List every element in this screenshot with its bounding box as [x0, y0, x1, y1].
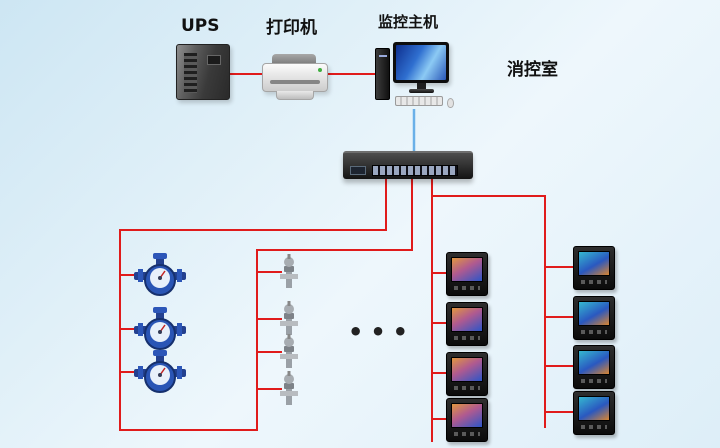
power-meter-buttons	[454, 386, 480, 390]
power-meter-1-1	[446, 252, 488, 296]
valve-1	[276, 254, 302, 294]
ups-display	[207, 55, 221, 65]
water-meter-3	[134, 349, 186, 399]
power-meter-1-2	[446, 302, 488, 346]
switch-body	[343, 151, 473, 179]
host-monitor-screen	[396, 45, 446, 80]
host-mouse	[447, 98, 454, 108]
valve-icon	[280, 301, 298, 335]
host-monitor-base	[409, 89, 434, 93]
power-meter-2-1	[573, 246, 615, 290]
power-meter-2-2	[573, 296, 615, 340]
power-meter-2-4	[573, 391, 615, 435]
switch-ports	[372, 165, 458, 176]
water-meter-2	[134, 306, 186, 356]
printer-paper-tray	[276, 91, 314, 100]
valve-3	[276, 334, 302, 374]
host-monitor	[393, 42, 449, 83]
power-meter-buttons	[581, 280, 607, 284]
ups-label: UPS	[181, 16, 220, 36]
valve-icon	[280, 254, 298, 288]
host-monitor-stand	[417, 83, 426, 89]
power-meter-buttons	[454, 432, 480, 436]
water-meter-icon	[134, 307, 186, 350]
printer-output-slot	[270, 80, 320, 84]
printer-device	[262, 54, 330, 102]
power-meter-screen	[451, 307, 483, 332]
water-meter-1	[134, 252, 186, 302]
power-meter-buttons	[581, 425, 607, 429]
printer-led	[318, 68, 322, 72]
switch-display	[350, 166, 366, 175]
power-meter-buttons	[581, 379, 607, 383]
host-keyboard	[395, 96, 443, 106]
ups-vents	[184, 53, 197, 93]
power-meter-screen	[578, 350, 610, 375]
control-room-label: 消控室	[507, 60, 558, 80]
power-meter-screen	[578, 251, 610, 276]
valve-2	[276, 301, 302, 341]
ups-device	[176, 44, 232, 102]
power-meter-screen	[578, 396, 610, 421]
power-meter-1-4	[446, 398, 488, 442]
power-meter-buttons	[454, 336, 480, 340]
power-meter-screen	[451, 257, 483, 282]
power-meter-1-3	[446, 352, 488, 396]
power-meter-screen	[451, 403, 483, 428]
power-meter-buttons	[581, 330, 607, 334]
printer-body	[262, 63, 328, 92]
power-meter-screen	[451, 357, 483, 382]
switch-device	[343, 151, 473, 181]
water-meter-icon	[134, 350, 186, 393]
ellipsis-more-devices: •••	[348, 318, 416, 346]
power-meter-2-3	[573, 345, 615, 389]
power-meter-buttons	[454, 286, 480, 290]
valve-icon	[280, 371, 298, 405]
monitoring-host-device	[375, 42, 457, 108]
host-tower	[375, 48, 390, 100]
water-meter-icon	[134, 253, 186, 296]
valve-4	[276, 371, 302, 411]
valve-icon	[280, 334, 298, 368]
printer-label: 打印机	[266, 18, 317, 38]
ups-body	[176, 44, 230, 100]
power-meter-screen	[578, 301, 610, 326]
monitoring-host-label: 监控主机	[378, 13, 439, 31]
